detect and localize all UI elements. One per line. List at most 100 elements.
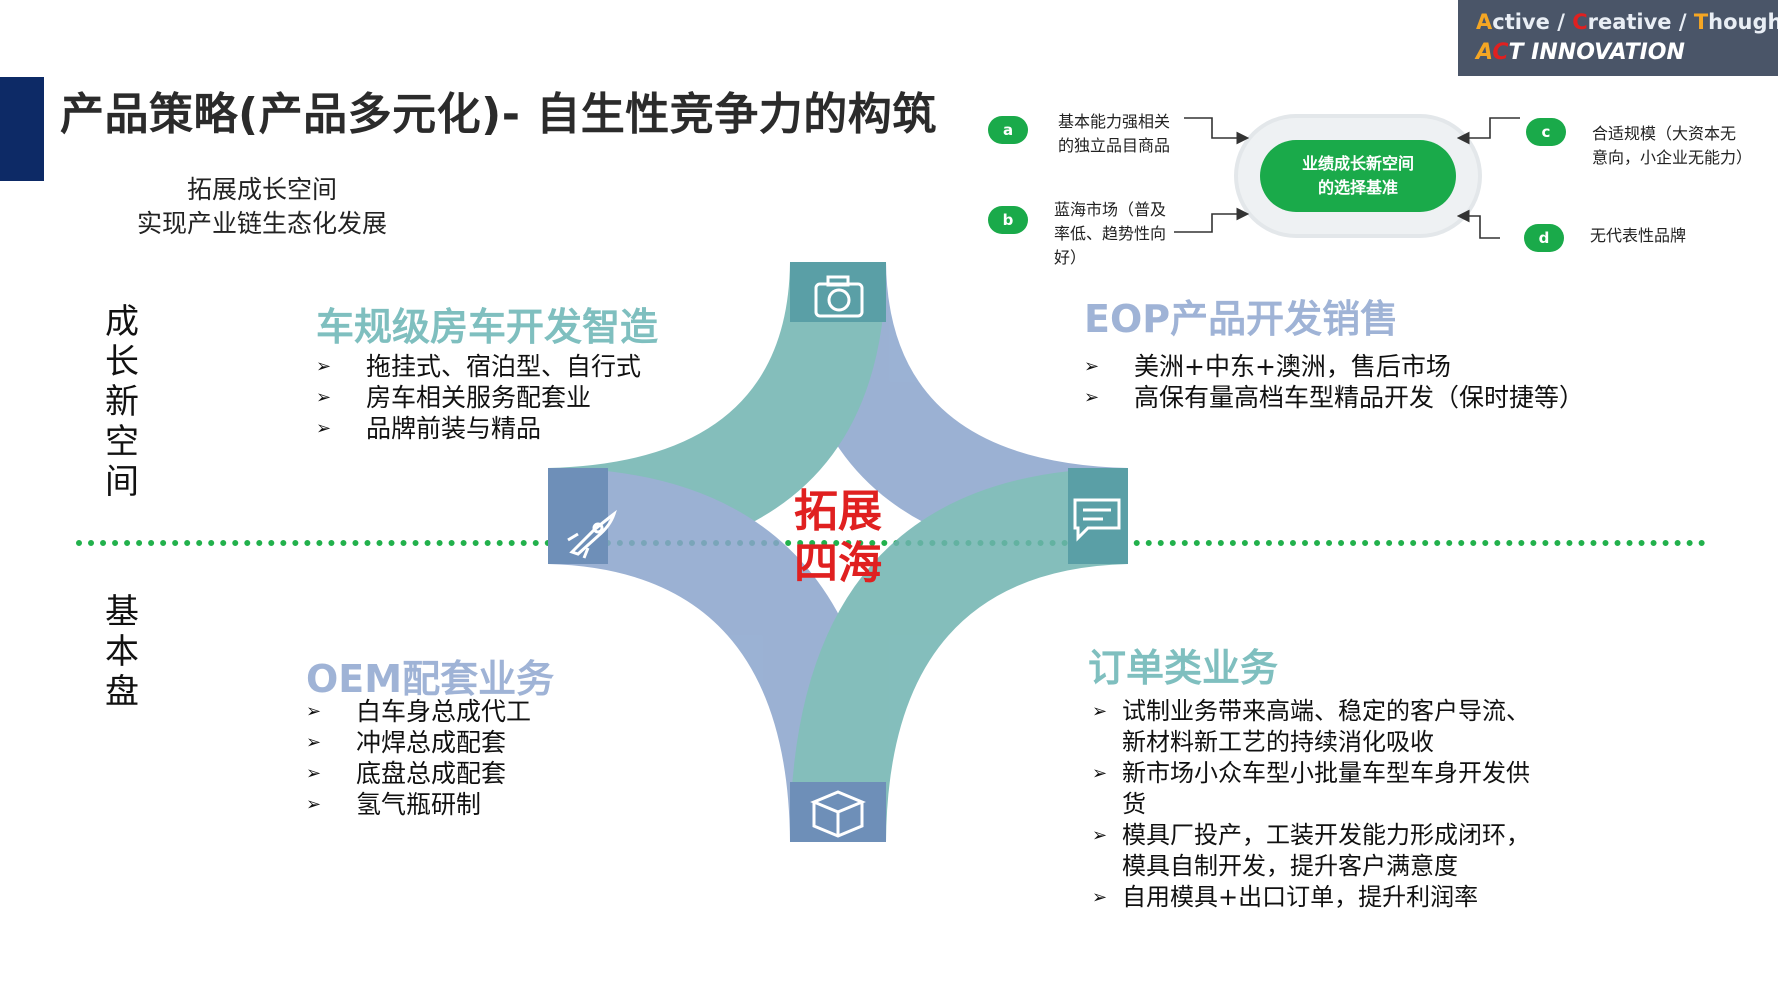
brand-text-reative: reative / xyxy=(1587,10,1694,34)
section-title-oem: OEM配套业务 xyxy=(306,657,555,701)
list-item-text: 底盘总成配套 xyxy=(356,759,507,788)
list-item: ➢ 新市场小众车型小批量车型车身开发供货 xyxy=(1092,758,1530,820)
connector-a xyxy=(1184,117,1250,145)
criteria-line: 率低、趋势性向 xyxy=(1054,224,1167,243)
arrow-bullet-icon: ➢ xyxy=(1084,387,1100,408)
side-char: 基 xyxy=(105,592,139,632)
arrow-bullet-icon: ➢ xyxy=(316,418,332,439)
list-item-text: 模具自制开发，提升客户满意度 xyxy=(1122,852,1458,880)
side-char: 长 xyxy=(105,342,139,382)
list-item-text: 房车相关服务配套业 xyxy=(366,383,592,412)
arrow-bullet-icon: ➢ xyxy=(306,701,322,722)
list-item: ➢底盘总成配套 xyxy=(306,758,531,789)
list-item: ➢ 氢气瓶研制 xyxy=(306,789,531,820)
criteria-line: 意向，小企业无能力） xyxy=(1592,148,1753,167)
list-item-text: 品牌前装与精品 xyxy=(366,414,542,443)
center-text-line-2: 四海 xyxy=(794,538,882,589)
criteria-text-a: 基本能力强相关 的独立品目商品 xyxy=(1058,110,1170,158)
list-item: ➢ 房车相关服务配套业 xyxy=(316,382,641,413)
list-item-text: 冲焊总成配套 xyxy=(356,728,507,757)
subtitle-line-2: 实现产业链生态化发展 xyxy=(136,209,387,238)
list-orders: ➢ 试制业务带来高端、稳定的客户导流、新材料新工艺的持续消化吸收 ➢ 新市场小众车型… xyxy=(1092,696,1530,913)
arrow-bullet-icon: ➢ xyxy=(316,387,332,408)
side-char: 本 xyxy=(105,632,139,672)
side-label-base: 基 本 盘 xyxy=(102,592,142,712)
list-item: ➢美洲+中东+澳洲，售后市场 xyxy=(1084,351,1584,382)
list-item: ➢ 自用模具+出口订单，提升利润率 xyxy=(1092,882,1530,913)
center-star-graphic: 拓展 四海 xyxy=(548,262,1128,842)
criteria-connectors xyxy=(1174,117,1520,239)
star-tip-top xyxy=(790,262,886,322)
criteria-text-b: 蓝海市场（普及 率低、趋势性向 好） xyxy=(1054,198,1166,270)
title-accent-bar xyxy=(0,77,44,181)
page-title: 产品策略(产品多元化)- 自生性竞争力的构筑 xyxy=(60,89,937,140)
brand-name-rest: T INNOVATION xyxy=(1508,40,1685,65)
chat-icon xyxy=(1073,498,1121,542)
list-item-text: 新市场小众车型小批量车型车身开发供 xyxy=(1122,759,1530,787)
horizontal-divider xyxy=(76,540,1706,546)
side-char: 空 xyxy=(105,422,139,462)
section-title-eop: EOP产品开发销售 xyxy=(1084,297,1399,341)
list-item-text: 新材料新工艺的持续消化吸收 xyxy=(1122,728,1434,756)
list-item: ➢ 高保有量高档车型精品开发（保时捷等） xyxy=(1084,382,1584,413)
criteria-line: 合适规模（大资本无 xyxy=(1592,124,1737,143)
criteria-center-pill: 业绩成长新空间 的选择基准 xyxy=(1260,140,1456,212)
side-label-growth: 成 长 新 空 间 xyxy=(102,302,142,502)
criteria-line: 蓝海市场（普及 xyxy=(1054,200,1167,219)
list-item: ➢ 白车身总成代工 xyxy=(306,696,531,727)
list-item: ➢ 品牌前装与精品 xyxy=(316,413,641,444)
brand-tagline: Active / Creative / Thoughtful xyxy=(1476,10,1778,34)
list-item: ➢ 试制业务带来高端、稳定的客户导流、新材料新工艺的持续消化吸收 xyxy=(1092,696,1530,758)
side-char: 新 xyxy=(105,382,139,422)
arrow-bullet-icon: ➢ xyxy=(1092,701,1108,722)
brand-letter-c: C xyxy=(1572,10,1588,34)
list-item-text: 试制业务带来高端、稳定的客户导流、 xyxy=(1122,697,1530,725)
list-oem: ➢ 白车身总成代工 ➢冲焊总成配套 ➢底盘总成配套 ➢ 氢气瓶研制 xyxy=(306,696,531,820)
arrow-bullet-icon: ➢ xyxy=(1092,763,1108,784)
arrow-bullet-icon: ➢ xyxy=(1092,825,1108,846)
side-char: 间 xyxy=(105,462,139,502)
criteria-badge-c: c xyxy=(1526,118,1566,146)
criteria-badge-d: d xyxy=(1524,224,1564,252)
criteria-badge-a: a xyxy=(988,116,1028,144)
brand-letter-a: A xyxy=(1476,10,1493,34)
brand-box: Active / Creative / Thoughtful ACT INNOV… xyxy=(1458,0,1778,76)
list-item: ➢模具厂投产，工装开发能力形成闭环，模具自制开发，提升客户满意度 xyxy=(1092,820,1530,882)
criteria-badge-b: b xyxy=(988,206,1028,234)
criteria-line: 基本能力强相关 xyxy=(1058,112,1171,131)
side-char: 成 xyxy=(105,302,139,342)
star-arc-br xyxy=(790,468,1128,842)
criteria-center-line: 的选择基准 xyxy=(1317,178,1398,197)
list-item-text-block: 新市场小众车型小批量车型车身开发供货 xyxy=(1122,758,1530,820)
rocket-icon xyxy=(567,509,617,559)
criteria-center-line: 业绩成长新空间 xyxy=(1301,154,1414,173)
list-item: ➢冲焊总成配套 xyxy=(306,727,531,758)
list-item: ➢拖挂式、宿泊型、自行式 xyxy=(316,351,641,382)
list-item-text: 货 xyxy=(1122,790,1146,818)
arrow-bullet-icon: ➢ xyxy=(306,794,322,815)
criteria-line: 无代表性品牌 xyxy=(1590,226,1687,245)
subtitle-line-1: 拓展成长空间 xyxy=(186,175,337,204)
box-icon xyxy=(810,790,866,838)
center-text-line-1: 拓展 xyxy=(794,486,882,537)
connector-d xyxy=(1456,209,1500,239)
list-item-text: 自用模具+出口订单，提升利润率 xyxy=(1122,883,1479,911)
list-eop: ➢美洲+中东+澳洲，售后市场 ➢ 高保有量高档车型精品开发（保时捷等） xyxy=(1084,351,1584,413)
list-item-text: 美洲+中东+澳洲，售后市场 xyxy=(1134,352,1451,381)
list-item-text: 白车身总成代工 xyxy=(356,697,532,726)
brand-text-ctive: ctive / xyxy=(1492,10,1573,34)
section-title-orders: 订单类业务 xyxy=(1088,646,1279,690)
criteria-text-d: 无代表性品牌 xyxy=(1590,224,1686,248)
list-item-text-block: 试制业务带来高端、稳定的客户导流、新材料新工艺的持续消化吸收 xyxy=(1122,696,1530,758)
brand-letter-t: T xyxy=(1693,10,1709,34)
brand-text-houghtful: houghtful xyxy=(1708,10,1778,34)
brand-name-c: C xyxy=(1492,40,1509,65)
list-item-text: 高保有量高档车型精品开发（保时捷等） xyxy=(1134,383,1585,412)
criteria-line: 的独立品目商品 xyxy=(1058,136,1171,155)
arrow-bullet-icon: ➢ xyxy=(316,356,332,377)
list-rv: ➢拖挂式、宿泊型、自行式 ➢ 房车相关服务配套业 ➢ 品牌前装与精品 xyxy=(316,351,641,444)
camera-icon xyxy=(814,275,864,318)
arrow-bullet-icon: ➢ xyxy=(1092,887,1108,908)
list-item-text: 氢气瓶研制 xyxy=(356,790,482,819)
criteria-line: 好） xyxy=(1054,248,1087,267)
